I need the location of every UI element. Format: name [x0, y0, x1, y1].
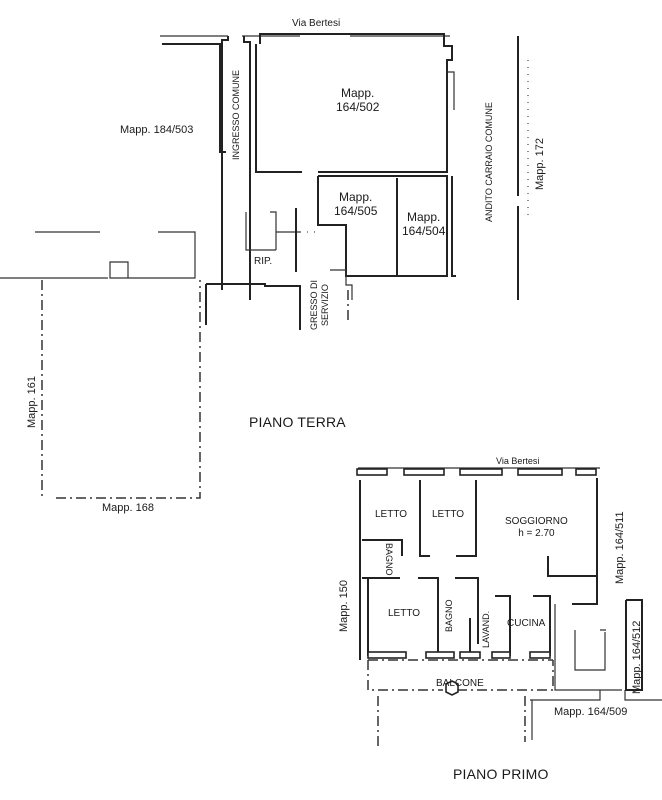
ingresso-comune-label: INGRESSO COMUNE [231, 69, 241, 160]
unit-164-502-outline [255, 33, 453, 173]
mapp-168-boundary [56, 280, 201, 499]
unit-164-505-outline [317, 176, 398, 277]
first-floor-title: PIANO PRIMO [453, 766, 549, 782]
courtyard-outline [0, 231, 196, 279]
parcel-label-164-504: Mapp. 164/504 [402, 210, 446, 239]
room-letto-3: LETTO [388, 608, 421, 619]
parcel-label-172: Mapp. 172 [534, 138, 546, 190]
parcel-label-164-512: Mapp. 164/512 [631, 620, 643, 694]
room-cucina: CUCINA [507, 618, 546, 629]
room-bagno-2: BAGNO [444, 599, 454, 632]
room-lavanderia: LAVAND. [481, 610, 491, 648]
ingresso-servizio-label-2: SERVIZIO [320, 284, 330, 326]
parcel-label-184-503: Mapp. 184/503 [120, 124, 194, 136]
parcel-label-164-505: Mapp. 164/505 [334, 190, 378, 219]
street-label-first: Via Bertesi [496, 456, 540, 466]
parcel-label-164-502: Mapp. 164/502 [336, 86, 380, 115]
rip-label: RIP. [254, 256, 273, 267]
ingresso-servizio-label-1: GRESSO DI [309, 279, 319, 330]
street-label-ground: Via Bertesi [292, 18, 341, 29]
parcel-label-150: Mapp. 150 [338, 580, 350, 632]
room-balcone: BALCONE [436, 678, 484, 689]
ground-floor-title: PIANO TERRA [249, 414, 346, 430]
room-letto-2: LETTO [432, 509, 465, 520]
room-soggiorno: SOGGIORNO h = 2.70 [505, 516, 568, 539]
andito-carraio-label: ANDITO CARRAIO COMUNE [484, 102, 494, 222]
pillar [445, 680, 459, 696]
parcel-label-164-509: Mapp. 164/509 [554, 706, 628, 718]
parcel-label-164-511: Mapp. 164/511 [614, 511, 626, 584]
room-letto-1: LETTO [375, 509, 408, 520]
parcel-label-161: Mapp. 161 [26, 376, 38, 428]
room-bagno-1: BAGNO [384, 543, 394, 576]
balcone-outline [367, 659, 554, 691]
apartment-outer-wall [359, 478, 598, 660]
parcel-label-168: Mapp. 168 [102, 502, 154, 514]
